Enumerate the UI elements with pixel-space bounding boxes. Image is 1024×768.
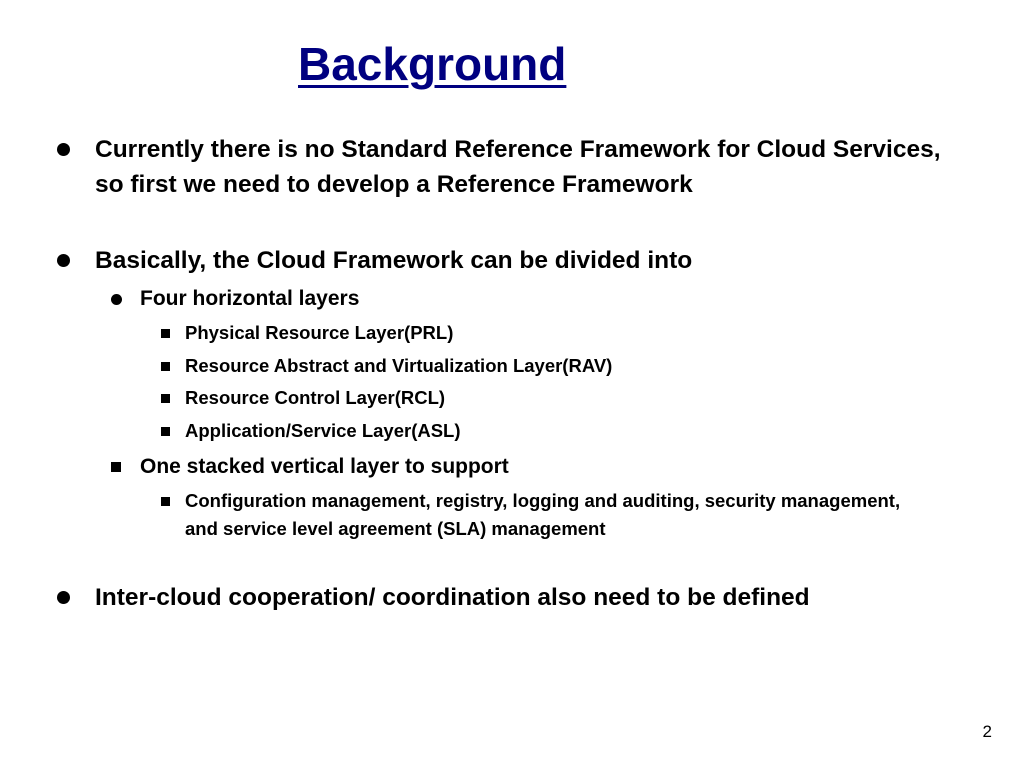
sub-sub-bullet-item: Resource Abstract and Virtualization Lay… [161,352,945,380]
square-bullet-icon [161,394,170,403]
slide-title: Background [298,38,567,90]
bullet-text: Inter-cloud cooperation/ coordination al… [95,584,810,611]
sub-bullet-text: One stacked vertical layer to support [140,455,509,478]
sub-sub-bullet-item: Resource Control Layer(RCL) [161,384,945,412]
round-bullet-icon [57,254,70,267]
bullet-item: Currently there is no Standard Reference… [57,132,975,202]
bullet-item: Basically, the Cloud Framework can be di… [57,243,975,278]
sub-sub-bullet-text: Resource Control Layer(RCL) [185,387,446,408]
round-bullet-icon [57,143,70,156]
square-bullet-icon [161,362,170,371]
bullet-item: Inter-cloud cooperation/ coordination al… [57,580,975,615]
sub-sub-bullet-text: Application/Service Layer(ASL) [185,420,461,441]
bullet-text: Currently there is no Standard Reference… [95,136,941,198]
square-bullet-icon [161,497,170,506]
sub-bullet-item: One stacked vertical layer to support [111,452,960,482]
sub-sub-bullet-item: Application/Service Layer(ASL) [161,417,945,445]
sub-sub-bullet-text: Resource Abstract and Virtualization Lay… [185,355,613,376]
page-number: 2 [982,722,992,741]
square-bullet-icon [161,329,170,338]
sub-sub-bullet-text: Configuration management, registry, logg… [185,490,901,539]
square-bullet-icon [161,427,170,436]
sub-sub-bullet-text: Physical Resource Layer(PRL) [185,322,454,343]
round-bullet-icon [57,591,70,604]
round-bullet-icon [111,294,122,305]
square-bullet-icon [111,462,121,472]
bullet-text: Basically, the Cloud Framework can be di… [95,247,693,274]
sub-sub-bullet-item: Configuration management, registry, logg… [161,487,925,543]
sub-bullet-text: Four horizontal layers [140,287,360,310]
sub-sub-bullet-item: Physical Resource Layer(PRL) [161,319,945,347]
sub-bullet-item: Four horizontal layers [111,284,960,314]
